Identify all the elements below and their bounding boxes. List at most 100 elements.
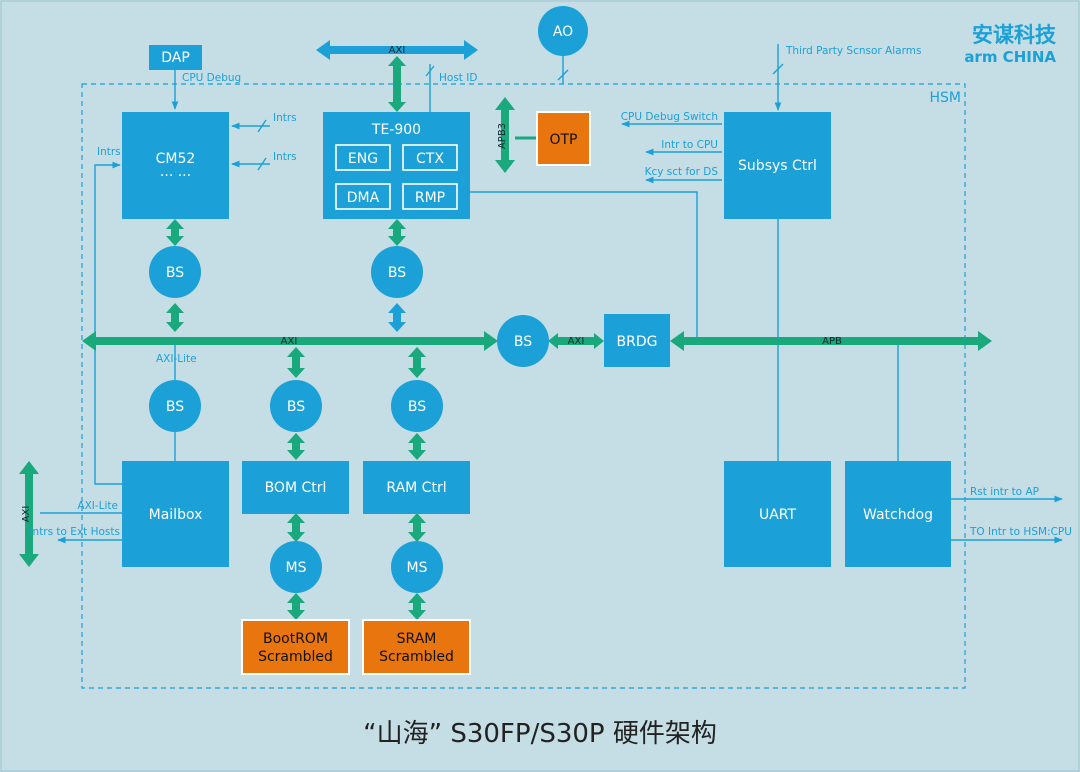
kcy-sct-label: Kcy sct for DS	[645, 166, 719, 178]
apb3-label: APB3	[497, 123, 508, 149]
intrs-label-1: Intrs	[273, 112, 297, 124]
uart-label: UART	[759, 507, 797, 523]
host-id-slash	[425, 65, 435, 77]
ctx-box	[402, 144, 458, 171]
bs-label-bom: BS	[287, 399, 305, 415]
uart-block	[724, 461, 831, 567]
otp-label: OTP	[549, 132, 577, 148]
watchdog-label: Watchdog	[863, 507, 933, 523]
bs-bomctrl-arrow	[287, 433, 305, 460]
ramctrl-ms-arrow	[408, 513, 426, 542]
bs-circle-bom	[270, 380, 322, 432]
te900-bs-arrow	[388, 219, 406, 246]
cm52-label: CM52	[156, 151, 196, 167]
intrs-ext-label: Intrs to Ext Hosts	[29, 526, 120, 538]
dma-box	[335, 183, 391, 210]
bs-axi-arrow-left	[166, 303, 184, 332]
axi-bs-arrow-bom	[287, 347, 305, 378]
bs-ramctrl-arrow	[408, 433, 426, 460]
eng-box	[335, 144, 391, 171]
top-axi-bus	[316, 40, 478, 60]
ram-ctrl-label: RAM Ctrl	[386, 480, 446, 496]
ao-circle	[538, 6, 588, 56]
main-axi-label: AXI	[281, 336, 298, 347]
cm52-block	[122, 112, 229, 219]
dap-block	[149, 45, 202, 70]
intrs-slash-2	[257, 157, 267, 171]
mailbox-label: Mailbox	[149, 507, 203, 523]
ao-label: AO	[553, 24, 573, 40]
intrs-label-2: Intrs	[273, 151, 297, 163]
mailbox-block	[122, 461, 229, 567]
rmp-label: RMP	[415, 190, 445, 206]
bs-circle-mailbox	[149, 380, 201, 432]
bom-ctrl-label: BOM Ctrl	[265, 480, 327, 496]
te900-label: TE-900	[371, 122, 421, 138]
bs-label-cm52: BS	[166, 265, 184, 281]
cpu-debug-switch-label: CPU Debug Switch	[621, 111, 718, 123]
third-party-slash	[772, 63, 784, 75]
axi-bs-arrow-ram	[408, 347, 426, 378]
ms-label-bom: MS	[286, 560, 307, 576]
rmp-box	[402, 183, 458, 210]
brdg-block	[604, 314, 670, 367]
hsm-label: HSM	[930, 90, 962, 106]
intrs-slash-1	[257, 119, 267, 133]
ctx-label: CTX	[416, 151, 444, 167]
bom-ctrl-block	[242, 461, 349, 514]
hsm-boundary	[81, 83, 966, 689]
left-axi-bus	[19, 461, 39, 567]
short-arrows	[166, 219, 426, 620]
main-axi-bus	[82, 331, 498, 351]
bs-circle-cm52	[149, 246, 201, 298]
ms-sram-arrow	[408, 593, 426, 620]
left-axi-label: AXI	[21, 506, 32, 523]
bs-circle-te900	[371, 246, 423, 298]
intrs-label-mailbox: Intrs	[97, 146, 121, 158]
bs-circle-ram	[391, 380, 443, 432]
bs-brdg-axi-label: AXI	[568, 336, 585, 347]
axi-lite-label-mailbox: AXI-Lite	[77, 500, 118, 512]
brdg-label: BRDG	[617, 334, 658, 350]
te900-block	[323, 112, 470, 219]
bs-brdg-axi	[548, 333, 604, 349]
sram-block	[362, 619, 471, 675]
bootrom-block	[241, 619, 350, 675]
axi-to-te900-arrow	[388, 56, 406, 112]
ms-bootrom-arrow	[287, 593, 305, 620]
watchdog-block	[845, 461, 951, 567]
subsys-ctrl-block	[724, 112, 831, 219]
bomctrl-ms-arrow	[287, 513, 305, 542]
to-intr-label: TO Intr to HSM:CPU	[969, 526, 1072, 538]
bs-axi-arrow-mid	[388, 303, 406, 332]
te900-to-apb-line	[470, 191, 698, 341]
rst-intr-label: Rst intr to AP	[970, 486, 1039, 498]
subsys-ctrl-label: Subsys Ctrl	[738, 158, 817, 174]
ao-slash	[557, 69, 569, 81]
dap-label: DAP	[161, 50, 190, 66]
bs-label-mailbox: BS	[166, 399, 184, 415]
bootrom-label-1: BootROM	[263, 631, 328, 647]
sram-label-1: SRAM	[397, 631, 437, 647]
intr-to-cpu-label: Intr to CPU	[661, 139, 718, 151]
apb-label: APB	[822, 336, 842, 347]
host-id-label: Host ID	[439, 72, 477, 84]
third-party-label: Third Party Scnsor Alarms	[785, 45, 921, 57]
apb-bus	[670, 331, 992, 351]
logo-cn: 安谋科技	[972, 23, 1057, 47]
logo-en: arm CHINA	[964, 48, 1056, 66]
cm52-bs-arrow	[166, 219, 184, 246]
ms-label-ram: MS	[407, 560, 428, 576]
bs-circle-axi	[497, 315, 549, 367]
cm52-dots: ··· ···	[160, 168, 191, 184]
bootrom-label-2: Scrambled	[258, 649, 333, 665]
dma-label: DMA	[347, 190, 380, 206]
ram-ctrl-block	[363, 461, 470, 514]
eng-label: ENG	[348, 151, 378, 167]
mailbox-intrs-line	[94, 161, 122, 485]
ms-circle-ram	[391, 541, 443, 593]
bs-label-axi: BS	[514, 334, 532, 350]
